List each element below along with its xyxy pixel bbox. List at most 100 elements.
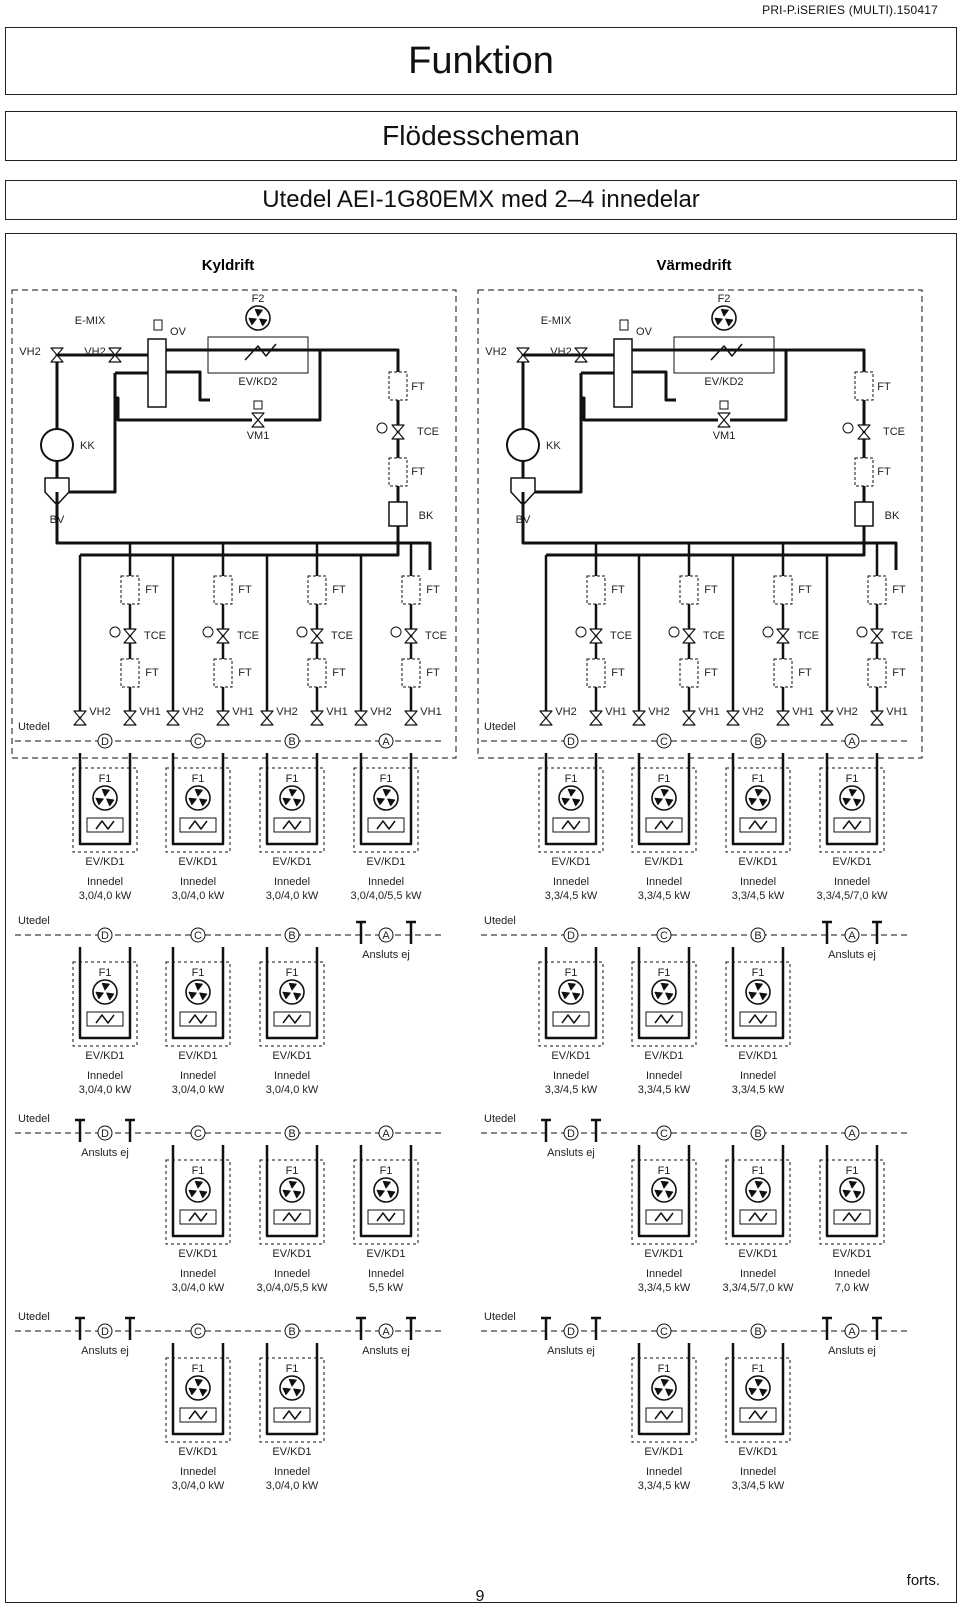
fan-blade [572, 992, 581, 1001]
fan-blade [293, 992, 302, 1001]
fan-blade [288, 1180, 297, 1189]
indoor-pipe [637, 1343, 691, 1436]
port-c-label: C [194, 1128, 202, 1140]
not-connected-label: Ansluts ej [81, 1345, 129, 1357]
capacity-label: 3,3/4,5 kW [638, 1282, 691, 1294]
coil-zigzag [282, 1410, 302, 1420]
port-c [656, 927, 672, 943]
fan-label-f1: F1 [846, 773, 859, 785]
fan-blade [248, 317, 257, 326]
vm1-solenoid [719, 400, 729, 410]
tce-label: TCE [331, 630, 353, 642]
capacity-label: 3,3/4,5/7,0 kW [723, 1282, 795, 1294]
branch-filter-ft [679, 658, 699, 688]
fan-blade [199, 1388, 208, 1397]
fan-blade [387, 798, 396, 807]
fan-blade [561, 797, 570, 806]
capacity-label: 3,3/4,5 kW [638, 1480, 691, 1492]
port-c-label: C [660, 930, 668, 942]
port-d [563, 927, 579, 943]
evkd1-label: EV/KD1 [738, 1248, 777, 1260]
ft-label: FT [611, 584, 625, 596]
port-a [844, 1323, 860, 1339]
evkd1-label: EV/KD1 [738, 1050, 777, 1062]
fan-blade [748, 1189, 757, 1198]
receiver-bk [388, 501, 408, 527]
fan-blade [654, 797, 663, 806]
evkd1-label: EV/KD1 [551, 856, 590, 868]
fan-blade [293, 1388, 302, 1397]
evkd1-label: EV/KD1 [272, 1446, 311, 1458]
not-connected-label: Ansluts ej [362, 949, 410, 961]
fan-blade [665, 992, 674, 1001]
not-connected-label: Ansluts ej [81, 1147, 129, 1159]
fan-blade [853, 1190, 862, 1199]
indoor-pipe [731, 1343, 785, 1436]
ov-solenoid [619, 319, 629, 331]
port-a-label: A [848, 736, 856, 748]
indoor-pipe [265, 1145, 319, 1238]
vh1-label: VH1 [792, 706, 813, 718]
port-d [563, 1323, 579, 1339]
compressor-label: KK [546, 440, 561, 452]
fan-blade [194, 1378, 203, 1387]
innedel-label: Innedel [274, 1070, 310, 1082]
evkd1-label: EV/KD1 [832, 856, 871, 868]
vh2-label: VH2 [89, 706, 110, 718]
innedel-label: Innedel [180, 1268, 216, 1280]
capacity-label: 3,3/4,5 kW [638, 890, 691, 902]
capacity-label: 3,0/4,0 kW [266, 1084, 319, 1096]
capacity-label: 3,0/4,0 kW [172, 1282, 225, 1294]
fan-blade [665, 1388, 674, 1397]
port-c-label: C [194, 1326, 202, 1338]
bypass-pipe [581, 350, 788, 422]
vh2-label: VH2 [648, 706, 669, 718]
innedel-label: Innedel [646, 1070, 682, 1082]
branch-tce-valve [776, 628, 790, 644]
port-d-label: D [567, 930, 575, 942]
fan-label-f1: F1 [192, 773, 205, 785]
coil-zigzag [748, 1410, 768, 1420]
port-a-label: A [848, 930, 856, 942]
indoor-pipe [731, 1145, 785, 1238]
ft-label: FT [411, 381, 425, 393]
port-b [284, 733, 300, 749]
capacity-label: 3,0/4,0 kW [172, 890, 225, 902]
coil-zigzag [188, 1410, 208, 1420]
tce-label: TCE [144, 630, 166, 642]
vh2-label: VH2 [19, 346, 40, 358]
innedel-label: Innedel [740, 1070, 776, 1082]
ft-label: FT [411, 466, 425, 478]
port-c [190, 927, 206, 943]
ov-label: OV [170, 326, 187, 338]
motor-icon [842, 422, 854, 434]
panel-heading: Kyldrift [202, 257, 255, 274]
port-a-label: A [848, 1326, 856, 1338]
innedel-label: Innedel [274, 1466, 310, 1478]
section-heading: Utedel AEI-1G80EMX med 2–4 innedelar [5, 180, 957, 220]
evkd1-label: EV/KD1 [272, 1248, 311, 1260]
port-c [656, 1125, 672, 1141]
condenser-coil [207, 336, 309, 374]
motor-icon [376, 422, 388, 434]
vh2-label: VH2 [370, 706, 391, 718]
branch-filter-ft [307, 658, 327, 688]
coil-zigzag [748, 1014, 768, 1024]
fan-label-f1: F1 [192, 967, 205, 979]
port-d-label: D [567, 1128, 575, 1140]
evkd1-label: EV/KD1 [644, 1050, 683, 1062]
vh1-label: VH1 [420, 706, 441, 718]
port-a-label: A [848, 1128, 856, 1140]
vh2-valve [260, 710, 274, 726]
vh2-label: VH2 [742, 706, 763, 718]
indoor-pipe [171, 1343, 225, 1436]
fan-blade [382, 1180, 391, 1189]
fan-blade [282, 1387, 291, 1396]
innedel-label: Innedel [740, 876, 776, 888]
port-d [97, 1125, 113, 1141]
